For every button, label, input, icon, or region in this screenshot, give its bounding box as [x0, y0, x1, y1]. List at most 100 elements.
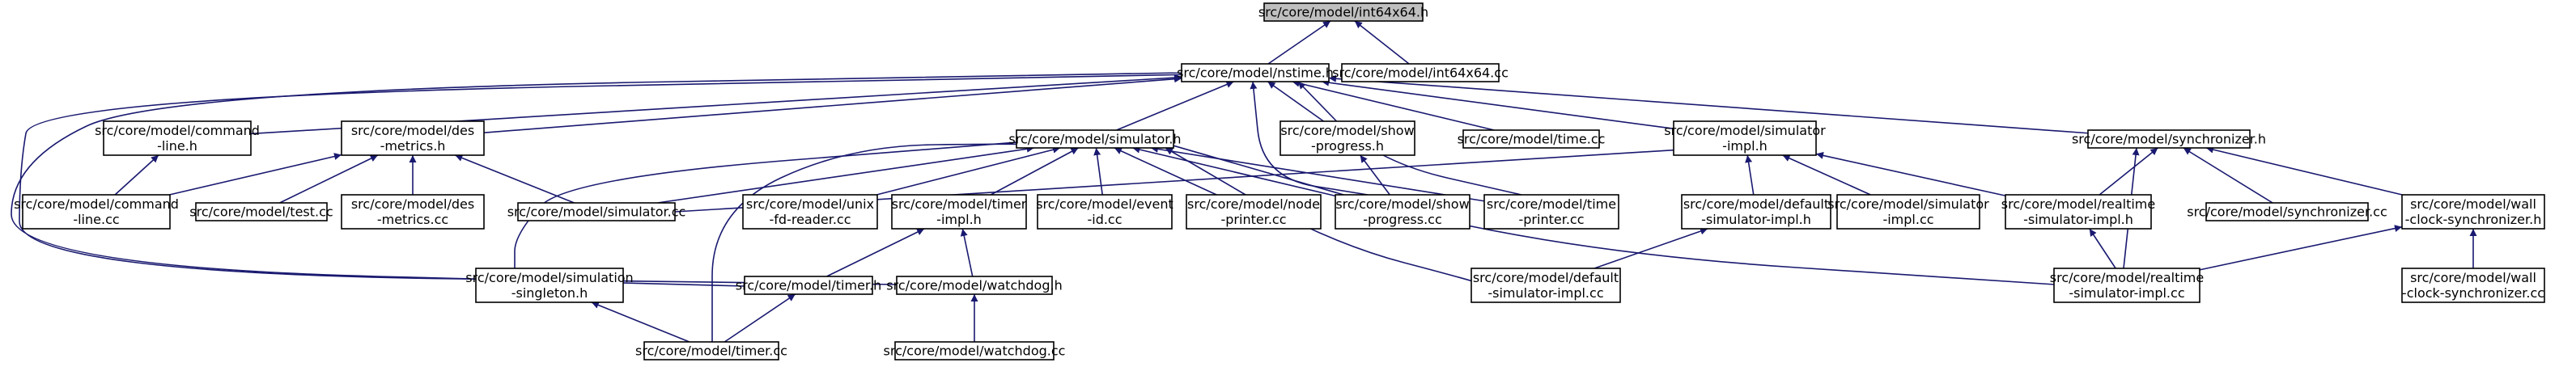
- edge-realtime_simulator_impl_cc-to-simulator_h: [1165, 141, 2056, 285]
- node-show-progress-cc[interactable]: src/core/model/show-progress.cc: [1335, 194, 1470, 230]
- node-label: -impl.h: [1722, 138, 1768, 154]
- node-timer-h[interactable]: src/core/model/timer.h: [736, 276, 882, 295]
- node-label: src/core/model/show: [1280, 123, 1414, 138]
- edge-synchronizer_cc-to-synchronizer_h: [2183, 147, 2273, 204]
- edge-unix_fd_reader_cc-to-simulator_h: [876, 145, 1061, 196]
- node-simulator-h[interactable]: src/core/model/simulator.h: [1008, 129, 1182, 149]
- node-label: -simulator-impl.h: [1701, 212, 1811, 227]
- node-timer-cc[interactable]: src/core/model/timer.cc: [635, 341, 787, 360]
- node-nstime-h[interactable]: src/core/model/nstime.h: [1177, 63, 1334, 82]
- edge-simulator_cc-to-simulator_impl_h: [674, 145, 1682, 213]
- node-label: src/core/model/unix: [746, 196, 874, 212]
- node-label: src/core/model/timer: [892, 196, 1027, 212]
- node-synchronizer-cc[interactable]: src/core/model/synchronizer.cc: [2187, 202, 2387, 221]
- node-des-metrics-cc[interactable]: src/core/model/des-metrics.cc: [341, 194, 485, 230]
- node-default-simulator-impl-cc[interactable]: src/core/model/default-simulator-impl.cc: [1470, 268, 1621, 303]
- node-box: [894, 341, 1055, 360]
- node-command-line-cc[interactable]: src/core/model/command-line.cc: [14, 194, 179, 230]
- node-label: -simulator-impl.h: [2023, 212, 2133, 227]
- node-wall-clock-synchronizer-cc[interactable]: src/core/model/wall-clock-synchronizer.c…: [2401, 268, 2545, 303]
- node-wall-clock-synchronizer-h[interactable]: src/core/model/wall-clock-synchronizer.h: [2401, 194, 2545, 230]
- node-box: [341, 194, 485, 230]
- node-label: src/core/model/simulator.h: [1008, 132, 1181, 147]
- node-label: src/core/model/time.cc: [1458, 132, 1606, 147]
- node-box: [1483, 194, 1619, 230]
- node-time-printer-cc[interactable]: src/core/model/time-printer.cc: [1483, 194, 1619, 230]
- edge-simulator_impl_cc-to-simulator_impl_h: [1782, 154, 1871, 196]
- node-box: [643, 341, 779, 360]
- node-box: [1470, 268, 1621, 303]
- node-box: [1280, 120, 1415, 156]
- edge-timer_h-to-nstime_h: [11, 69, 1190, 287]
- node-event-id-cc[interactable]: src/core/model/event-id.cc: [1036, 194, 1173, 230]
- node-show-progress-h[interactable]: src/core/model/show-progress.h: [1280, 120, 1415, 156]
- edge-event_id_cc-to-simulator_h: [1093, 147, 1103, 196]
- node-box: [2205, 202, 2369, 221]
- node-label: src/core/model/synchronizer.cc: [2187, 204, 2387, 220]
- node-label: -simulator-impl.cc: [1487, 285, 1603, 301]
- edge-simulator_impl_h-to-nstime_h: [1322, 78, 1674, 130]
- node-box: [2053, 268, 2200, 303]
- node-label: -line.h: [157, 138, 197, 154]
- edge-test_cc-to-des_metrics_h: [279, 154, 379, 204]
- nodes-layer: src/core/model/int64x64.hsrc/core/model/…: [14, 2, 2545, 360]
- node-label: src/core/model/wall: [2410, 270, 2536, 285]
- node-box: [2087, 129, 2251, 149]
- node-test-cc[interactable]: src/core/model/test.cc: [189, 202, 333, 221]
- node-node-printer-cc[interactable]: src/core/model/node-printer.cc: [1186, 194, 1322, 230]
- node-time-cc[interactable]: src/core/model/time.cc: [1458, 129, 1606, 149]
- edge-realtime_simulator_impl_cc-to-wall_clock_synchronizer_h: [2199, 225, 2403, 271]
- node-box: [744, 276, 873, 295]
- node-label: src/core/model/int64x64.cc: [1332, 65, 1509, 81]
- node-realtime-simulator-impl-cc[interactable]: src/core/model/realtime-simulator-impl.c…: [2050, 268, 2204, 303]
- node-label: -progress.cc: [1363, 212, 1442, 227]
- node-command-line-h[interactable]: src/core/model/command-line.h: [95, 120, 260, 156]
- edge-des_metrics_h-to-nstime_h: [483, 75, 1182, 133]
- node-label: -fd-reader.cc: [770, 212, 851, 227]
- node-label: src/core/model/des: [351, 196, 474, 212]
- edge-nstime_h-to-int64x64_h: [1267, 20, 1331, 65]
- node-label: src/core/model/time: [1487, 196, 1616, 212]
- node-label: src/core/model/timer.cc: [635, 344, 787, 359]
- edge-default_simulator_impl_cc-to-default_simulator_impl_h: [1594, 227, 1708, 269]
- edge-command_line_cc-to-des_metrics_h: [169, 153, 342, 196]
- node-label: -progress.h: [1311, 138, 1384, 154]
- node-label: src/core/model/watchdog.cc: [884, 344, 1066, 359]
- node-simulator-impl-cc[interactable]: src/core/model/simulator-impl.cc: [1827, 194, 1989, 230]
- node-int64x64-cc[interactable]: src/core/model/int64x64.cc: [1332, 63, 1509, 82]
- node-label: src/core/model/realtime: [2050, 270, 2204, 285]
- edge-synchronizer_h-to-nstime_h: [1328, 74, 2089, 134]
- node-label: src/core/model/nstime.h: [1177, 65, 1334, 81]
- node-label: -id.cc: [1087, 212, 1122, 227]
- edge-simulation_singleton_h-to-simulator_h: [514, 138, 1025, 268]
- node-watchdog-h[interactable]: src/core/model/watchdog.h: [886, 276, 1063, 295]
- edge-simulator_h-to-nstime_h: [1116, 81, 1234, 131]
- edge-watchdog_h-to-nstime_h: [19, 70, 1190, 285]
- node-timer-impl-h[interactable]: src/core/model/timer-impl.h: [891, 194, 1027, 230]
- node-box: [341, 120, 485, 156]
- node-des-metrics-h[interactable]: src/core/model/des-metrics.h: [341, 120, 485, 156]
- node-label: -impl.h: [936, 212, 982, 227]
- node-label: -simulator-impl.cc: [2069, 285, 2184, 301]
- node-synchronizer-h[interactable]: src/core/model/synchronizer.h: [2072, 129, 2266, 149]
- node-simulator-cc[interactable]: src/core/model/simulator.cc: [507, 202, 686, 221]
- edge-command_line_cc-to-command_line_h: [114, 154, 159, 196]
- node-realtime-simulator-impl-h[interactable]: src/core/model/realtime-simulator-impl.h: [2001, 194, 2155, 230]
- node-box: [1335, 194, 1470, 230]
- node-simulator-impl-h[interactable]: src/core/model/simulator-impl.h: [1664, 120, 1826, 156]
- node-box: [475, 268, 624, 303]
- edge-realtime_simulator_impl_h-to-synchronizer_h: [2099, 147, 2158, 196]
- node-unix-fd-reader-cc[interactable]: src/core/model/unix-fd-reader.cc: [742, 194, 878, 230]
- node-box: [1462, 129, 1600, 149]
- node-label: src/core/model/command: [95, 123, 260, 138]
- node-box: [1673, 120, 1817, 156]
- edge-realtime_simulator_impl_cc-to-realtime_simulator_impl_h: [2089, 228, 2116, 269]
- node-default-simulator-impl-h[interactable]: src/core/model/default-simulator-impl.h: [1681, 194, 1831, 230]
- edge-show_progress_cc-to-show_progress_h: [1360, 154, 1390, 196]
- node-box: [2005, 194, 2152, 230]
- node-watchdog-cc[interactable]: src/core/model/watchdog.cc: [884, 341, 1066, 360]
- node-simulation-singleton-h[interactable]: src/core/model/simulation-singleton.h: [465, 268, 634, 303]
- edge-show_progress_cc-to-simulator_h: [1132, 145, 1336, 197]
- node-box: [742, 194, 878, 230]
- node-label: src/core/model/test.cc: [189, 204, 333, 220]
